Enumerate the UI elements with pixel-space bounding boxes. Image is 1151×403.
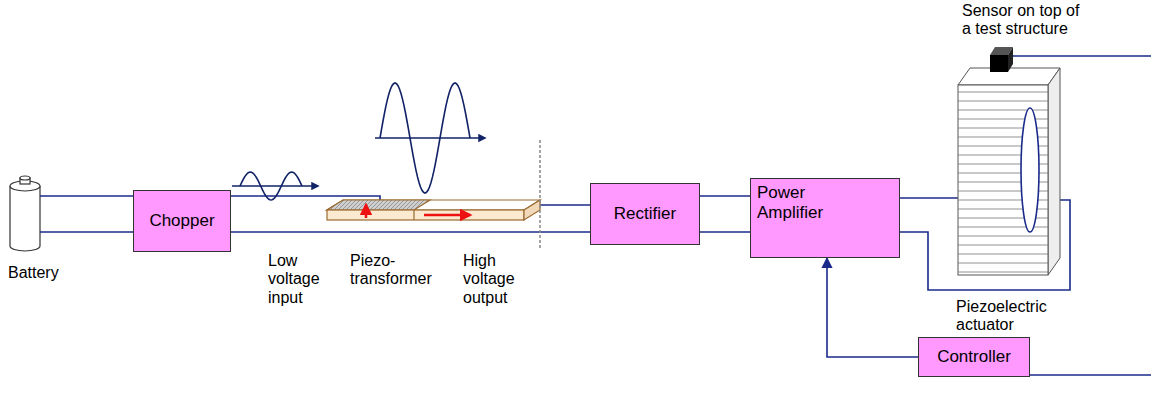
wire bbox=[900, 56, 1151, 375]
piezoelectric-actuator bbox=[958, 68, 1060, 275]
controller-box: Controller bbox=[918, 337, 1030, 377]
polarization-arrow bbox=[365, 205, 368, 218]
chopper-box: Chopper bbox=[133, 190, 231, 252]
polarization-arrow bbox=[424, 214, 470, 217]
connector bbox=[700, 195, 750, 197]
rectifier-box: Rectifier bbox=[590, 183, 700, 245]
output-label: High voltage output bbox=[463, 252, 538, 307]
wire bbox=[40, 196, 590, 232]
wave-axis bbox=[232, 185, 318, 186]
sensor-label: Sensor on top of a test structure bbox=[962, 2, 1082, 39]
box-label: Power Amplifier bbox=[757, 183, 847, 222]
wave-axis bbox=[375, 137, 485, 138]
wire bbox=[700, 231, 750, 233]
box-label: Controller bbox=[937, 347, 1011, 367]
sensor-cube bbox=[990, 47, 1013, 72]
transformer-label: Piezo-transformer bbox=[350, 252, 450, 289]
input-label: Low voltage input bbox=[268, 252, 338, 307]
box-label: Rectifier bbox=[614, 204, 676, 224]
actuator-label: Piezoelectric actuator bbox=[956, 298, 1076, 335]
separator-line bbox=[539, 140, 541, 250]
box-label: Chopper bbox=[149, 211, 214, 231]
piezo-transformer bbox=[327, 200, 540, 220]
battery-label: Battery bbox=[8, 264, 98, 282]
amplifier-box: Power Amplifier bbox=[750, 178, 900, 258]
connector bbox=[827, 258, 918, 357]
battery-symbol bbox=[10, 176, 40, 251]
